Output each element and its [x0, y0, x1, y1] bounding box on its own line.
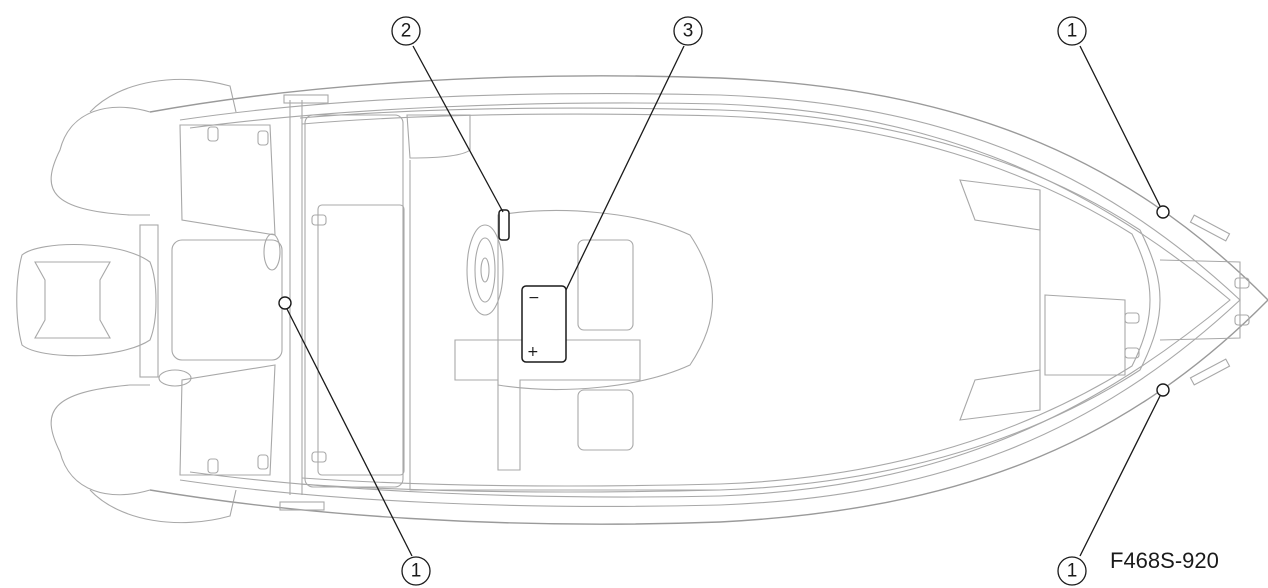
svg-text:1: 1: [1067, 21, 1078, 42]
drain-plug-bow-top-marker: [1156, 205, 1170, 219]
callout-3-leader: [565, 45, 685, 291]
callout-1-bow-bottom: 1: [1057, 556, 1087, 586]
battery-body: [521, 285, 567, 363]
battery: − +: [521, 285, 567, 363]
drain-plug-transom-marker: [278, 296, 292, 310]
stern-cleats: [207, 126, 327, 474]
battery-positive-terminal: +: [527, 344, 539, 360]
callout-2-leader: [412, 45, 504, 213]
callout-2: 2: [391, 16, 421, 46]
drain-plug-bow-bottom-marker: [1156, 383, 1170, 397]
callout-1-transom: 1: [401, 556, 431, 586]
callout-1-top-leader: [1079, 45, 1161, 207]
svg-text:1: 1: [1067, 561, 1078, 582]
callout-1-transom-leader: [286, 308, 413, 557]
boat-hull: [16, 75, 1268, 525]
svg-text:1: 1: [411, 561, 422, 582]
callout-1-bow-top: 1: [1057, 16, 1087, 46]
bow-cleats: [1124, 277, 1250, 359]
callout-1-bottom-leader: [1079, 395, 1161, 557]
svg-text:2: 2: [401, 21, 412, 42]
figure-code: F468S-920: [1110, 548, 1219, 573]
battery-negative-terminal: −: [528, 290, 540, 306]
callout-3: 3: [673, 16, 703, 46]
svg-text:3: 3: [683, 21, 694, 42]
fuse-box: [498, 209, 510, 241]
